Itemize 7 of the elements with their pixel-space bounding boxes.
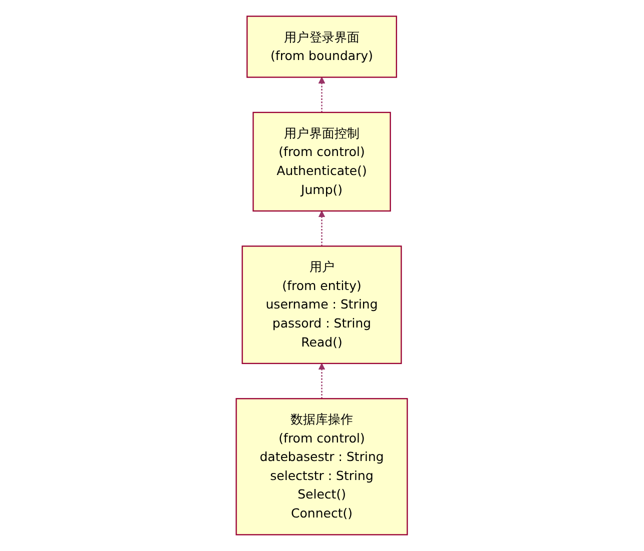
arrow xyxy=(318,363,326,399)
node-box: 用户界面控制 (from control) Authenticate() Jump() xyxy=(252,112,392,212)
node-box: 数据库操作 (from control) datebasestr : String selectstr : String Select() Connect() xyxy=(236,398,408,536)
node-box: 用户登录界面 (from boundary) xyxy=(246,16,398,78)
arrow xyxy=(318,76,326,112)
node-box: 用户 (from entity) username : String passord : String Read() xyxy=(242,246,402,364)
arrow xyxy=(318,210,326,246)
